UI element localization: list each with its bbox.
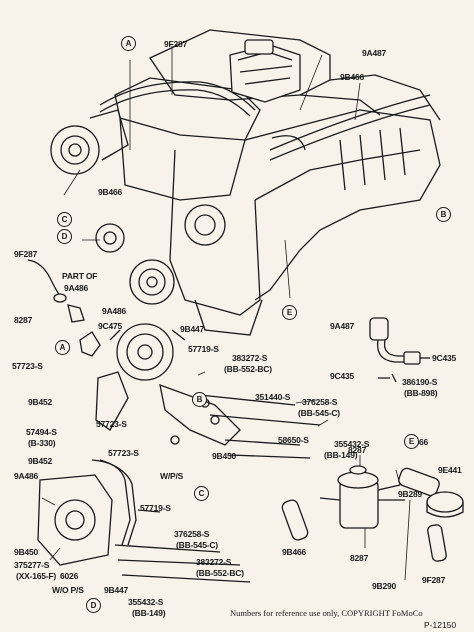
left-small-parts bbox=[27, 259, 101, 357]
label-386190-sub: (BB-898) bbox=[404, 388, 438, 398]
label-8287-right-b: 8287 bbox=[350, 553, 369, 563]
callout-b-mid: B bbox=[192, 392, 207, 407]
callout-c-mid: C bbox=[194, 486, 209, 501]
label-375277-sub: (XX-165-F) bbox=[16, 571, 57, 581]
label-9b466-top: 9B466 bbox=[340, 72, 365, 82]
callout-d-bottom: D bbox=[86, 598, 101, 613]
check-valve-assembly bbox=[369, 317, 430, 383]
label-9b289: 9B289 bbox=[398, 489, 423, 499]
label-351440: 351440-S bbox=[255, 392, 291, 402]
label-9f287-left: 9F287 bbox=[14, 249, 38, 259]
label-wo-ps: W/O P/S bbox=[52, 585, 84, 595]
label-355432-a-sub: (BB-149) bbox=[324, 450, 358, 460]
label-57719-a: 57719-S bbox=[188, 344, 219, 354]
label-57494-sub: (B-330) bbox=[28, 438, 56, 448]
label-9f287-top: 9F287 bbox=[164, 39, 188, 49]
label-9a487-right: 9A487 bbox=[330, 321, 355, 331]
label-part-of-1: PART OF bbox=[62, 271, 98, 281]
label-9e441: 9E441 bbox=[438, 465, 462, 475]
label-9b450-left: 9B450 bbox=[14, 547, 39, 557]
label-part-of-2: 9A486 bbox=[64, 283, 89, 293]
label-9b447: 9B447 bbox=[180, 324, 205, 334]
label-58650: 58650-S bbox=[278, 435, 309, 445]
label-57494: 57494-S bbox=[26, 427, 57, 437]
label-8287-right: 8287 bbox=[348, 445, 367, 455]
callout-c-top: C bbox=[57, 212, 72, 227]
callout-b-right: B bbox=[436, 207, 451, 222]
label-376258-b-sub: (BB-545-C) bbox=[176, 540, 218, 550]
label-57719-b: 57719-S bbox=[140, 503, 171, 513]
label-376258-a: 376258-S bbox=[302, 397, 338, 407]
label-355432-a: 355432-S bbox=[334, 439, 370, 449]
label-w-ps: W/P/S bbox=[160, 471, 184, 481]
label-383272-a-sub: (BB-552-BC) bbox=[224, 364, 272, 374]
label-8287-left: 8287 bbox=[14, 315, 33, 325]
label-376258-a-sub: (BB-545-C) bbox=[298, 408, 340, 418]
callout-d-top: D bbox=[57, 229, 72, 244]
label-386190: 386190-S bbox=[402, 377, 438, 387]
label-375277: 375277-S bbox=[14, 560, 50, 570]
label-9b290: 9B290 bbox=[372, 581, 397, 591]
callout-e-top: E bbox=[282, 305, 297, 320]
label-9b466-left: 9B466 bbox=[98, 187, 123, 197]
label-9b452-b: 9B452 bbox=[28, 456, 53, 466]
label-9b466-right-b: 9B466 bbox=[282, 547, 307, 557]
label-57723-c: 57723-S bbox=[108, 448, 139, 458]
label-9a487-top: 9A487 bbox=[362, 48, 387, 58]
label-383272-b: 383272-S bbox=[196, 557, 232, 567]
label-383272-a: 383272-S bbox=[232, 353, 268, 363]
label-355432-b-sub: (BB-149) bbox=[132, 608, 166, 618]
footer-reference: Numbers for reference use only, COPYRIGH… bbox=[230, 608, 423, 618]
label-355432-b: 355432-S bbox=[128, 597, 164, 607]
callout-a-left: A bbox=[55, 340, 70, 355]
label-9c475: 9C475 bbox=[98, 321, 123, 331]
label-376258-b: 376258-S bbox=[174, 529, 210, 539]
callout-a-top: A bbox=[121, 36, 136, 51]
label-57723-a: 57723-S bbox=[12, 361, 43, 371]
label-9c435-a: 9C435 bbox=[432, 353, 457, 363]
air-pump-assembly bbox=[95, 323, 329, 459]
label-383272-b-sub: (BB-552-BC) bbox=[196, 568, 244, 578]
label-9f287-right: 9F287 bbox=[422, 575, 446, 585]
callout-e-right: E bbox=[404, 434, 419, 449]
lower-pump-assembly bbox=[37, 459, 251, 583]
diverter-valve-assembly bbox=[281, 455, 464, 581]
label-9b447-b: 9B447 bbox=[104, 585, 129, 595]
label-6026: 6026 bbox=[60, 571, 79, 581]
label-9a486-b: 9A486 bbox=[14, 471, 39, 481]
engine-assembly bbox=[50, 29, 441, 336]
label-9b452-a: 9B452 bbox=[28, 397, 53, 407]
label-9c435-b: 9C435 bbox=[330, 371, 355, 381]
label-9a486: 9A486 bbox=[102, 306, 127, 316]
label-57723-b: 57723-S bbox=[96, 419, 127, 429]
label-9b450-mid: 9B450 bbox=[212, 451, 237, 461]
figure-id: P-12150 bbox=[424, 620, 457, 630]
